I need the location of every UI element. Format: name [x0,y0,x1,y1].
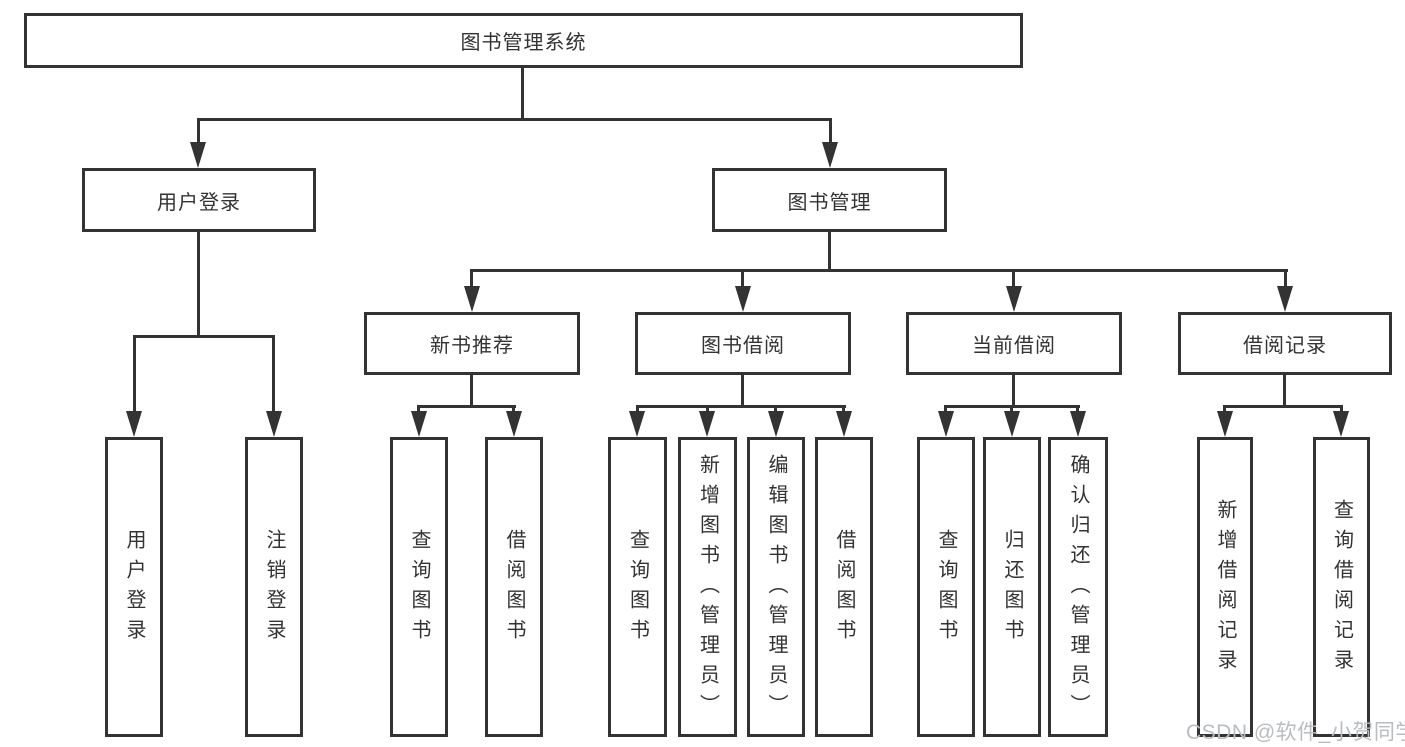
connector-line [828,232,831,272]
connector-line [1284,269,1287,291]
connector-line [944,405,947,415]
connector-line [1012,269,1015,291]
node-current-query-books: 查询图书 [917,437,975,737]
arrowhead [1004,411,1020,437]
connector-line [636,405,846,408]
arrowhead [1006,286,1022,312]
connector-line [133,335,275,338]
connector-line [741,269,744,291]
connector-line [741,375,744,407]
node-borrowing-records: 借阅记录 [1178,312,1392,375]
connector-line [470,269,473,291]
connector-line [1012,375,1015,407]
arrowhead [1217,411,1233,437]
arrowhead [126,411,142,437]
node-recommend-borrow-books: 借阅图书 [485,437,543,737]
connector-line [133,335,136,415]
connector-line [470,375,473,407]
node-records-add-borrow-record: 新增借阅记录 [1197,437,1253,737]
connector-line [521,68,524,120]
node-borrow-borrow-books: 借阅图书 [815,437,873,737]
connector-line [829,118,832,146]
node-current-confirm-return-admin: 确认归还（管理员） [1048,437,1108,737]
node-borrow-query-books: 查询图书 [608,437,667,737]
connector-line [706,405,709,415]
connector-line [1076,405,1079,415]
connector-line [197,118,832,121]
arrowhead [822,142,838,168]
arrowhead [190,142,206,168]
node-book-management: 图书管理 [712,168,947,232]
node-borrow-add-books-admin: 新增图书（管理员） [678,437,737,737]
arrowhead [735,286,751,312]
connector-line [1223,405,1343,408]
arrowhead [699,411,715,437]
connector-line [197,232,200,337]
connector-line [1283,375,1286,407]
node-logout: 注销登录 [245,437,303,737]
connector-line [1010,405,1013,415]
connector-line [1340,405,1343,415]
arrowhead [836,411,852,437]
node-library-management-system: 图书管理系统 [24,13,1023,68]
arrowhead [1333,411,1349,437]
connector-line [272,335,275,415]
connector-line [197,118,200,146]
arrowhead [266,411,282,437]
node-current-return-books: 归还图书 [983,437,1041,737]
connector-line [417,405,420,415]
arrowhead [1070,411,1086,437]
connector-line [470,269,1288,272]
connector-line [842,405,845,415]
node-new-book-recommendation: 新书推荐 [364,312,580,375]
node-current-borrowing: 当前借阅 [906,312,1122,375]
connector-line [417,405,516,408]
arrowhead [506,411,522,437]
connector-line [1223,405,1226,415]
connector-line [636,405,639,415]
arrowhead [938,411,954,437]
connector-line [774,405,777,415]
arrowhead [464,286,480,312]
node-records-query-borrow-record: 查询借阅记录 [1313,437,1370,737]
connector-line [512,405,515,415]
node-recommend-query-books: 查询图书 [390,437,448,737]
node-user-login: 用户登录 [82,168,316,232]
arrowhead [629,411,645,437]
watermark: CSDN @软件_小贺同学 [1186,721,1405,744]
node-borrow-edit-books-admin: 编辑图书（管理员） [747,437,805,737]
node-book-borrowing: 图书借阅 [635,312,851,375]
arrowhead [768,411,784,437]
node-user-login-leaf: 用户登录 [105,437,163,737]
arrowhead [1277,286,1293,312]
arrowhead [411,411,427,437]
